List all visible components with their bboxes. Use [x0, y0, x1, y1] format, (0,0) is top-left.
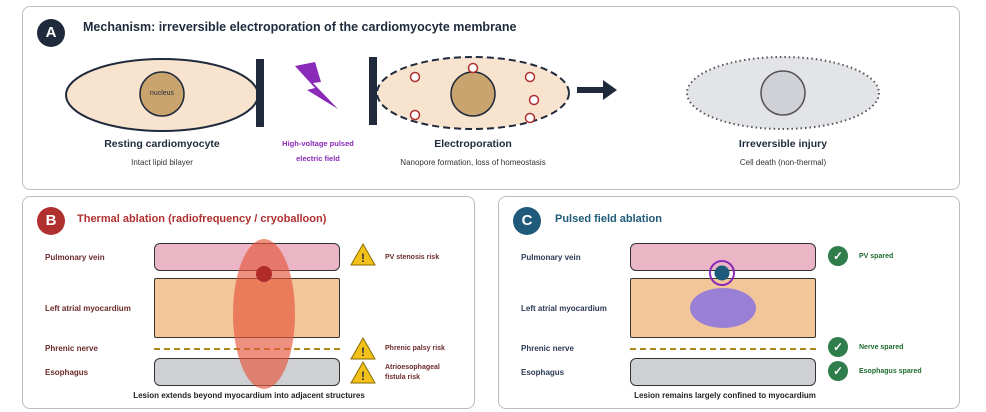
panel-a-title: Mechanism: irreversible electroporation …: [83, 20, 517, 34]
nanopore: [524, 112, 536, 124]
row-label-pv: Pulmonary vein: [45, 253, 105, 262]
pv-stenosis-risk: PV stenosis risk: [385, 254, 440, 261]
electrode-right: [369, 57, 377, 125]
nanopore: [528, 94, 540, 106]
electrode-left: [256, 59, 264, 127]
warning-triangle-icon: !: [350, 360, 376, 384]
svg-text:!: !: [361, 345, 365, 359]
porated-nucleus: [450, 71, 496, 117]
phrenic-nerve-line: [630, 348, 816, 350]
resting-nucleus: [139, 71, 185, 117]
panel-b-badge: B: [37, 207, 65, 235]
lightning-bolt-icon: [295, 62, 338, 109]
resting-subtitle: Intact lipid bilayer: [131, 158, 193, 167]
row-label-myo: Left atrial myocardium: [45, 304, 131, 313]
svg-text:!: !: [361, 251, 365, 265]
nanopore: [409, 71, 421, 83]
row-label-myo: Left atrial myocardium: [521, 304, 607, 313]
right-arrow-icon: [577, 80, 617, 100]
field-label-line2: electric field: [296, 154, 340, 163]
esophagus-spared: Esophagus spared: [859, 368, 922, 375]
panel-c-pfa: C Pulsed field ablation Pulmonary vein L…: [498, 196, 960, 409]
warning-triangle-icon: !: [350, 242, 376, 266]
panel-c-caption: Lesion remains largely confined to myoca…: [634, 391, 816, 400]
electroporated-cell-diagram: [369, 56, 570, 130]
resting-title: Resting cardiomyocyte: [104, 138, 220, 150]
row-label-eso: Esophagus: [521, 368, 565, 377]
pv-spared: PV spared: [859, 253, 894, 260]
pfa-catheter-ring: [709, 260, 735, 286]
nerve-spared: Nerve spared: [859, 344, 904, 351]
injured-cell-diagram: [686, 56, 880, 130]
nanopore: [467, 62, 479, 74]
pfa-lesion: [690, 260, 756, 328]
electroporation-subtitle: Nanopore formation, loss of homeostasis: [400, 158, 546, 167]
esophagus-bar: [630, 358, 816, 386]
row-label-nerve: Phrenic nerve: [521, 344, 574, 353]
panel-b-caption: Lesion extends beyond myocardium into ad…: [133, 391, 365, 400]
check-circle-icon: ✓: [828, 361, 848, 381]
ablation-catheter-tip: [256, 266, 272, 282]
check-circle-icon: ✓: [828, 337, 848, 357]
row-label-pv: Pulmonary vein: [521, 253, 581, 262]
panel-c-badge: C: [513, 207, 541, 235]
electroporation-title: Electroporation: [434, 138, 512, 150]
phrenic-palsy-risk: Phrenic palsy risk: [385, 345, 445, 352]
thermal-lesion: [233, 239, 295, 389]
svg-text:!: !: [361, 369, 365, 383]
nanopore: [409, 109, 421, 121]
row-label-eso: Esophagus: [45, 368, 89, 377]
row-label-nerve: Phrenic nerve: [45, 344, 98, 353]
injury-title: Irreversible injury: [738, 138, 828, 150]
resting-cardiomyocyte-diagram: [65, 58, 264, 132]
panel-a-badge: A: [37, 19, 65, 47]
pfa-catheter-tip: [714, 265, 730, 281]
field-label-line1: High-voltage pulsed: [282, 139, 354, 148]
fistula-risk-line1: Atrioesophageal: [385, 364, 440, 371]
check-circle-icon: ✓: [828, 246, 848, 266]
pyknotic-nucleus: [760, 70, 806, 116]
fistula-risk-line2: fistula risk: [385, 374, 421, 381]
nucleus-label: nucleus: [149, 90, 175, 97]
warning-triangle-icon: !: [350, 336, 376, 360]
panel-a-mechanism: A Mechanism: irreversible electroporatio…: [22, 6, 960, 190]
panel-b-title: Thermal ablation (radiofrequency / cryob…: [77, 213, 327, 225]
panel-c-title: Pulsed field ablation: [555, 213, 662, 225]
injury-subtitle: Cell death (non-thermal): [739, 158, 827, 167]
nanopore: [524, 71, 536, 83]
panel-b-thermal: B Thermal ablation (radiofrequency / cry…: [22, 196, 475, 409]
